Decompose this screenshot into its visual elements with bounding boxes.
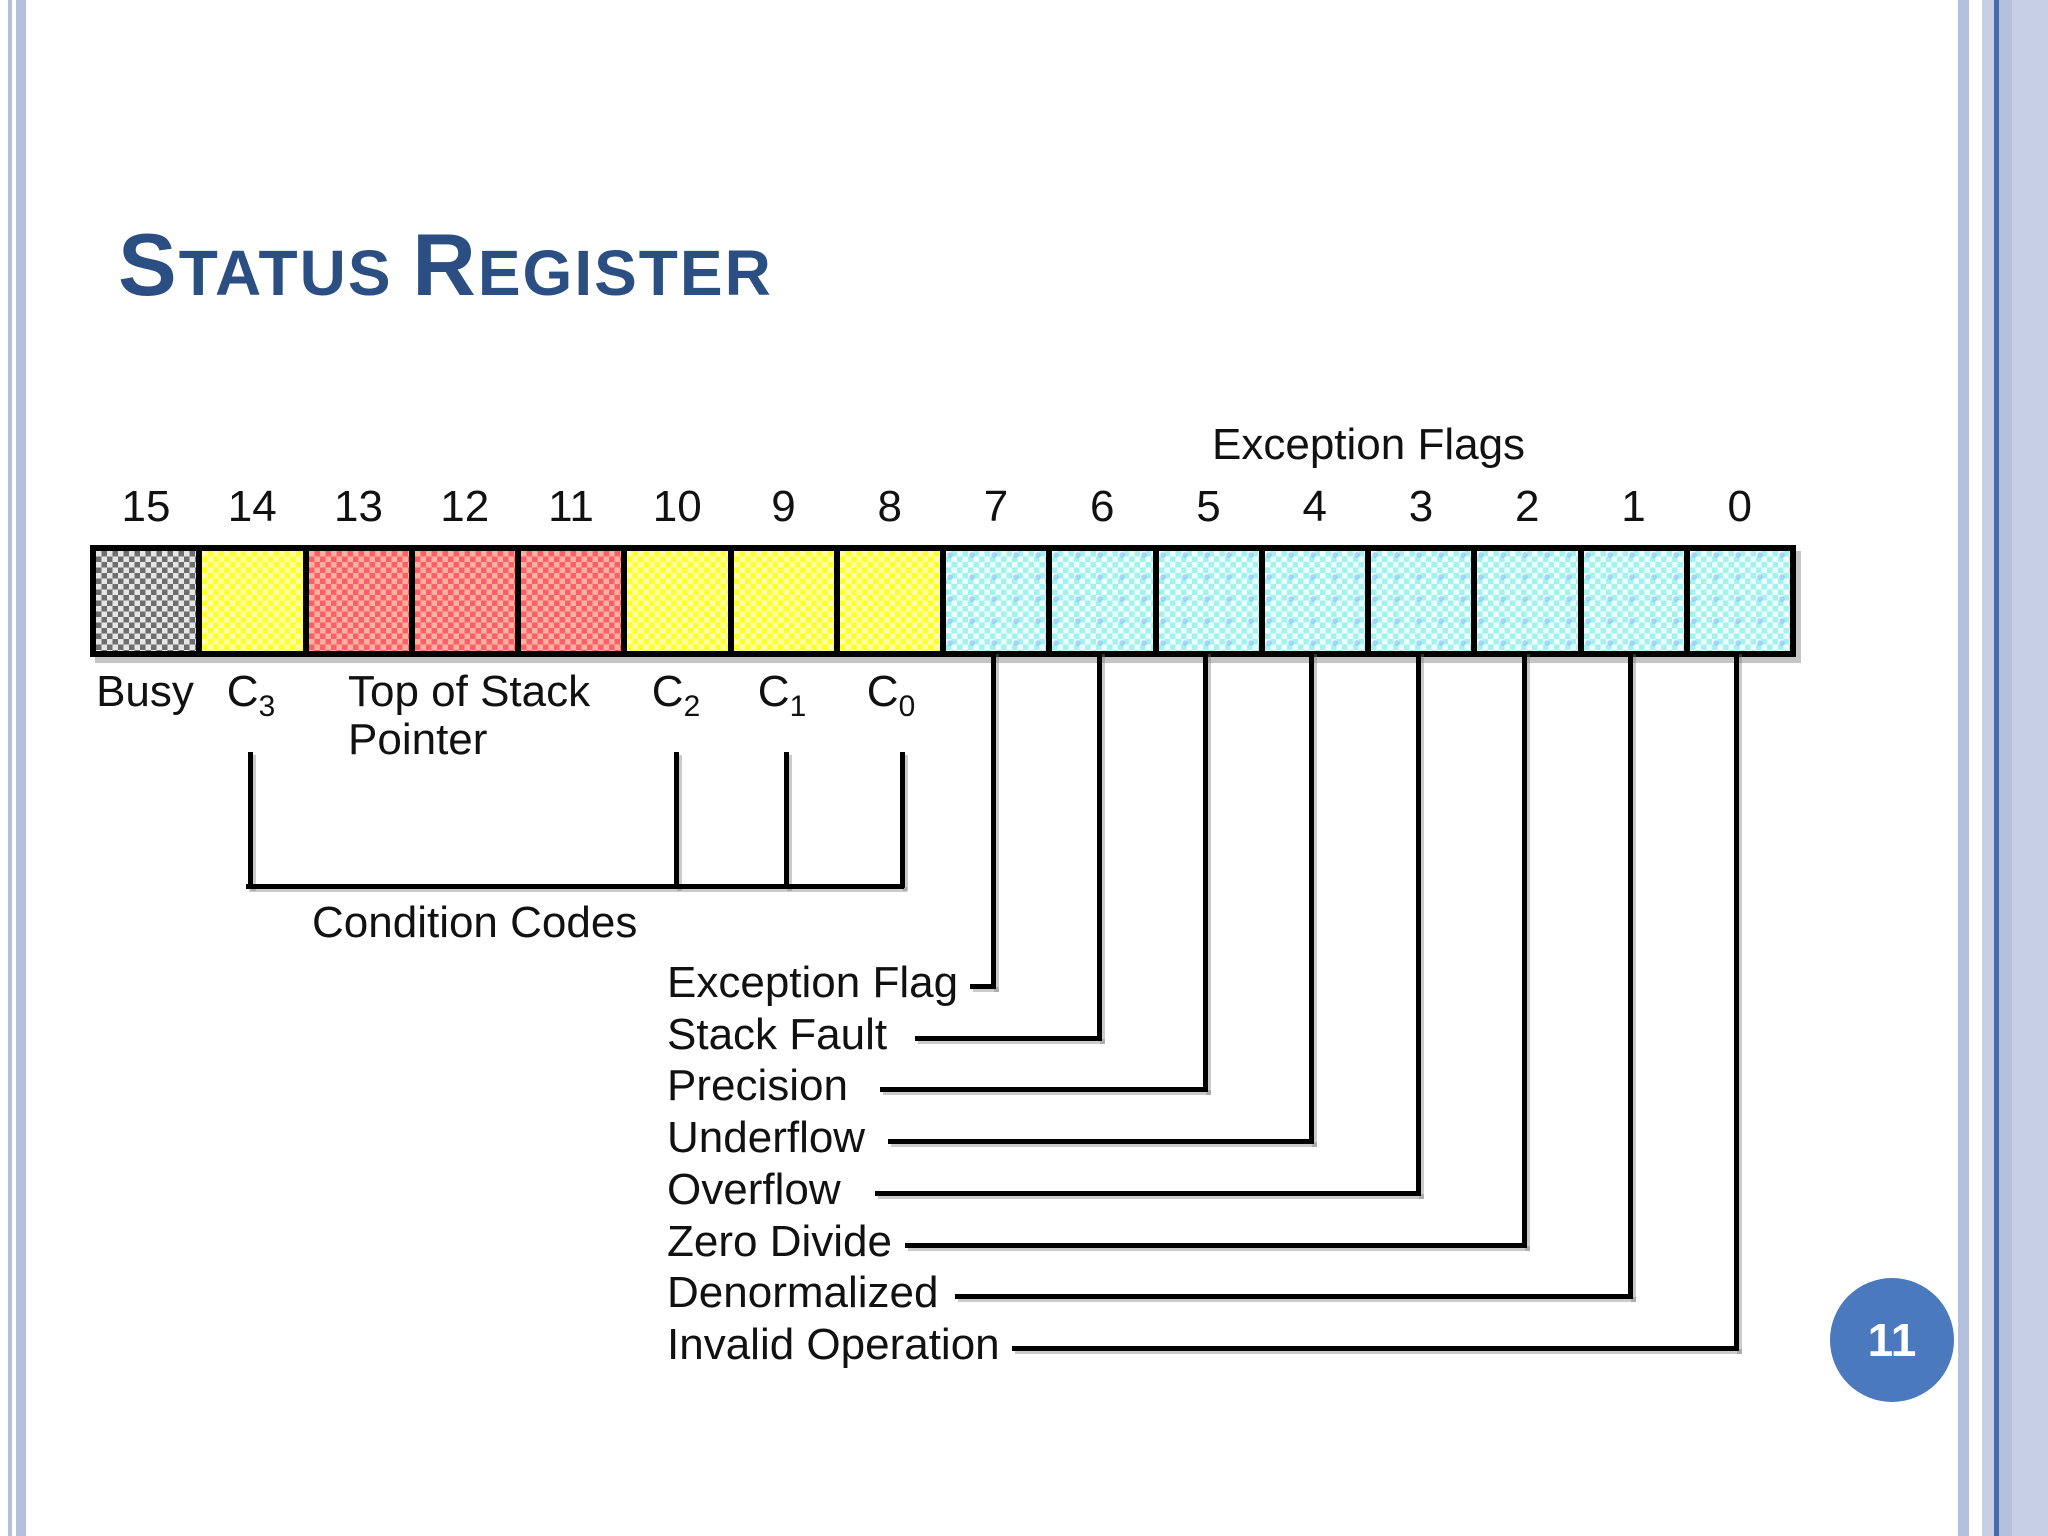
bit-cell	[302, 545, 415, 657]
exception-label: Zero Divide	[667, 1217, 892, 1266]
bit-number: 5	[1196, 482, 1221, 531]
bit-cell	[515, 545, 628, 657]
bit-number: 15	[121, 482, 171, 531]
bit-number: 3	[1408, 482, 1434, 531]
field-label: C2	[651, 667, 701, 723]
subscript: 1	[789, 689, 807, 723]
bit-number: 10	[652, 482, 702, 531]
exception-connector-vertical	[1309, 651, 1315, 1144]
exception-connector-horizontal	[1012, 1346, 1740, 1351]
bit-cell	[90, 545, 203, 657]
right-border-stripe-edge	[2012, 0, 2048, 1536]
bit-cell	[196, 545, 309, 657]
right-border-stripe-dark-line	[1994, 0, 1999, 1536]
condition-code-line	[784, 752, 789, 888]
right-border-stripe-outer	[1958, 0, 1969, 1536]
page-title: STATUS REGISTER	[118, 214, 773, 316]
exception-connector-vertical	[1203, 651, 1209, 1092]
field-label: C3	[226, 667, 276, 723]
bit-number: 1	[1621, 482, 1646, 531]
bit-cell	[727, 545, 840, 657]
exception-label: Denormalized	[667, 1268, 939, 1317]
status-register-bits	[90, 545, 1796, 657]
bit-cell	[833, 545, 946, 657]
bit-number: 2	[1515, 482, 1540, 531]
left-border-stripe-thin	[8, 0, 12, 1536]
exception-connector-vertical	[1734, 651, 1740, 1351]
page-number-badge: 11	[1830, 1278, 1954, 1402]
right-border-stripe-band	[1982, 0, 1994, 1536]
field-label: Top of Stack Pointer	[348, 667, 591, 764]
exception-flags-heading: Exception Flags	[1212, 420, 1526, 469]
bit-cell	[1152, 545, 1265, 657]
field-label: Busy	[96, 667, 194, 716]
exception-label: Overflow	[667, 1165, 841, 1214]
title-initial: S	[118, 215, 179, 314]
condition-codes-bracket-line	[246, 884, 904, 889]
bit-number: 9	[771, 482, 796, 531]
subscript: 0	[898, 689, 916, 723]
bit-number: 4	[1302, 482, 1327, 531]
bit-cell	[408, 545, 521, 657]
bit-number: 0	[1727, 482, 1752, 531]
exception-label: Underflow	[667, 1113, 866, 1162]
exception-connector-horizontal	[888, 1139, 1315, 1144]
exception-label: Exception Flag	[667, 958, 959, 1007]
title-word-gap	[393, 237, 413, 309]
exception-label: Invalid Operation	[667, 1320, 1000, 1369]
exception-connector-vertical	[1628, 651, 1634, 1299]
exception-connector-horizontal	[915, 1036, 1102, 1041]
condition-code-line	[248, 752, 253, 888]
exception-connector-vertical	[990, 651, 996, 989]
condition-code-line	[674, 752, 679, 888]
exception-connector-vertical	[1096, 651, 1102, 1041]
bit-number: 12	[440, 482, 490, 531]
bit-cell	[1471, 545, 1584, 657]
exception-connector-horizontal	[905, 1243, 1527, 1248]
title-initial: R	[412, 215, 478, 314]
subscript: 3	[258, 689, 276, 723]
exception-connector-horizontal	[875, 1191, 1421, 1196]
exception-connector-horizontal	[880, 1087, 1209, 1092]
bit-cell	[1577, 545, 1690, 657]
bit-cell	[621, 545, 734, 657]
bit-cell	[1683, 545, 1796, 657]
bit-number: 11	[548, 482, 594, 531]
bit-number: 7	[983, 482, 1009, 531]
bit-number: 14	[227, 482, 277, 531]
page-number: 11	[1867, 1314, 1917, 1366]
exception-connector-horizontal	[970, 984, 996, 989]
field-label: C1	[757, 667, 807, 723]
condition-code-line	[900, 752, 905, 888]
bit-number: 8	[877, 482, 902, 531]
exception-connector-vertical	[1521, 651, 1527, 1248]
left-border-stripe-wide	[16, 0, 26, 1536]
bit-number: 13	[334, 482, 383, 531]
bit-cell	[1365, 545, 1478, 657]
field-label: C0	[866, 667, 916, 723]
bit-cell	[940, 545, 1053, 657]
subscript: 2	[683, 689, 701, 723]
condition-codes-label: Condition Codes	[312, 898, 638, 947]
title-rest: TATUS	[178, 237, 393, 309]
title-rest: EGISTER	[477, 237, 773, 309]
exception-connector-vertical	[1415, 651, 1421, 1196]
exception-connector-horizontal	[955, 1294, 1634, 1299]
bit-cell	[1046, 545, 1159, 657]
exception-label: Precision	[667, 1061, 848, 1110]
exception-label: Stack Fault	[667, 1010, 888, 1059]
right-border-stripe-mid	[1999, 0, 2012, 1536]
bit-cell	[1258, 545, 1371, 657]
bit-number: 6	[1090, 482, 1115, 531]
